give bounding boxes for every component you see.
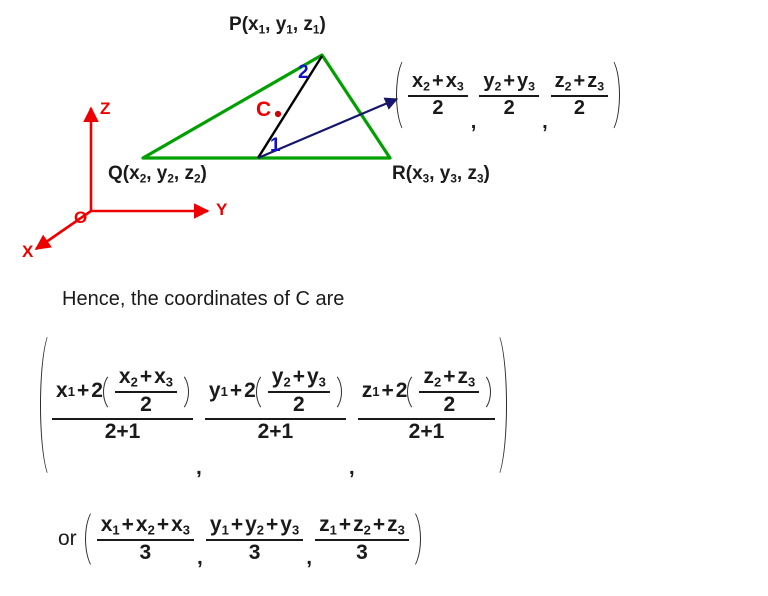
z-axis-label: Z: [100, 99, 111, 118]
open-paren-icon: [255, 371, 268, 412]
close-paren-icon: [608, 56, 621, 134]
x-axis-line: [34, 209, 92, 251]
centroid-simplified-formula: or x1+x2+x3 3 , y1+y2+y3 3 , z1+z2+z3 3: [58, 508, 421, 570]
or-word: or: [58, 527, 77, 550]
vertex-label-q: Q(x2, y2, z2): [108, 163, 207, 186]
triangle-pqr: [141, 53, 392, 160]
separator-comma: ,: [348, 456, 355, 479]
origin-label: O: [74, 208, 88, 227]
separator-comma: ,: [197, 546, 203, 569]
open-paren-icon: [396, 56, 408, 134]
y-axis-label: Y: [216, 200, 228, 219]
open-paren-icon: [40, 330, 52, 480]
diagram-svg: [34, 53, 399, 251]
hence-line: Hence, the coordinates of C are: [62, 288, 345, 310]
simplified-term-y: y1+y2+y3 3: [205, 513, 304, 564]
midpoint-term-y: y2+y3 2: [479, 70, 540, 119]
separator-comma: ,: [542, 111, 548, 133]
x-axis-label: X: [22, 242, 34, 261]
close-paren-icon: [330, 371, 342, 412]
midpoint-expression: x2+x3 2 , y2+y3 2 , z2+z3 2: [396, 56, 621, 134]
separator-comma: ,: [196, 456, 202, 479]
close-paren-icon: [177, 371, 190, 412]
coordinate-axes: [34, 106, 210, 251]
vertex-label-p: P(x1, y1, z1): [229, 14, 326, 37]
close-paren-icon: [495, 330, 508, 480]
ratio-label-near: 1: [270, 135, 281, 156]
simplified-term-x: x1+x2+x3 3: [96, 513, 195, 564]
open-paren-icon: [407, 371, 419, 412]
separator-comma: ,: [306, 546, 313, 569]
close-paren-icon: [409, 508, 421, 570]
centroid-label-c: C: [256, 98, 272, 121]
triangle-centroid-diagram: P(x1, y1, z1) Q(x2, y2, z2) R(x3, y3, z3…: [0, 0, 768, 280]
ratio-label-far: 2: [298, 62, 309, 83]
open-paren-icon: [84, 508, 97, 570]
median-line: [256, 55, 324, 159]
separator-comma: ,: [470, 111, 477, 133]
midpoint-pointer-arrow: [257, 97, 399, 160]
open-paren-icon: [102, 371, 115, 412]
vertex-label-r: R(x3, y3, z3): [392, 163, 490, 186]
centroid-point-marker: [274, 110, 282, 118]
simplified-term-z: z1+z2+z3 3: [315, 513, 409, 564]
